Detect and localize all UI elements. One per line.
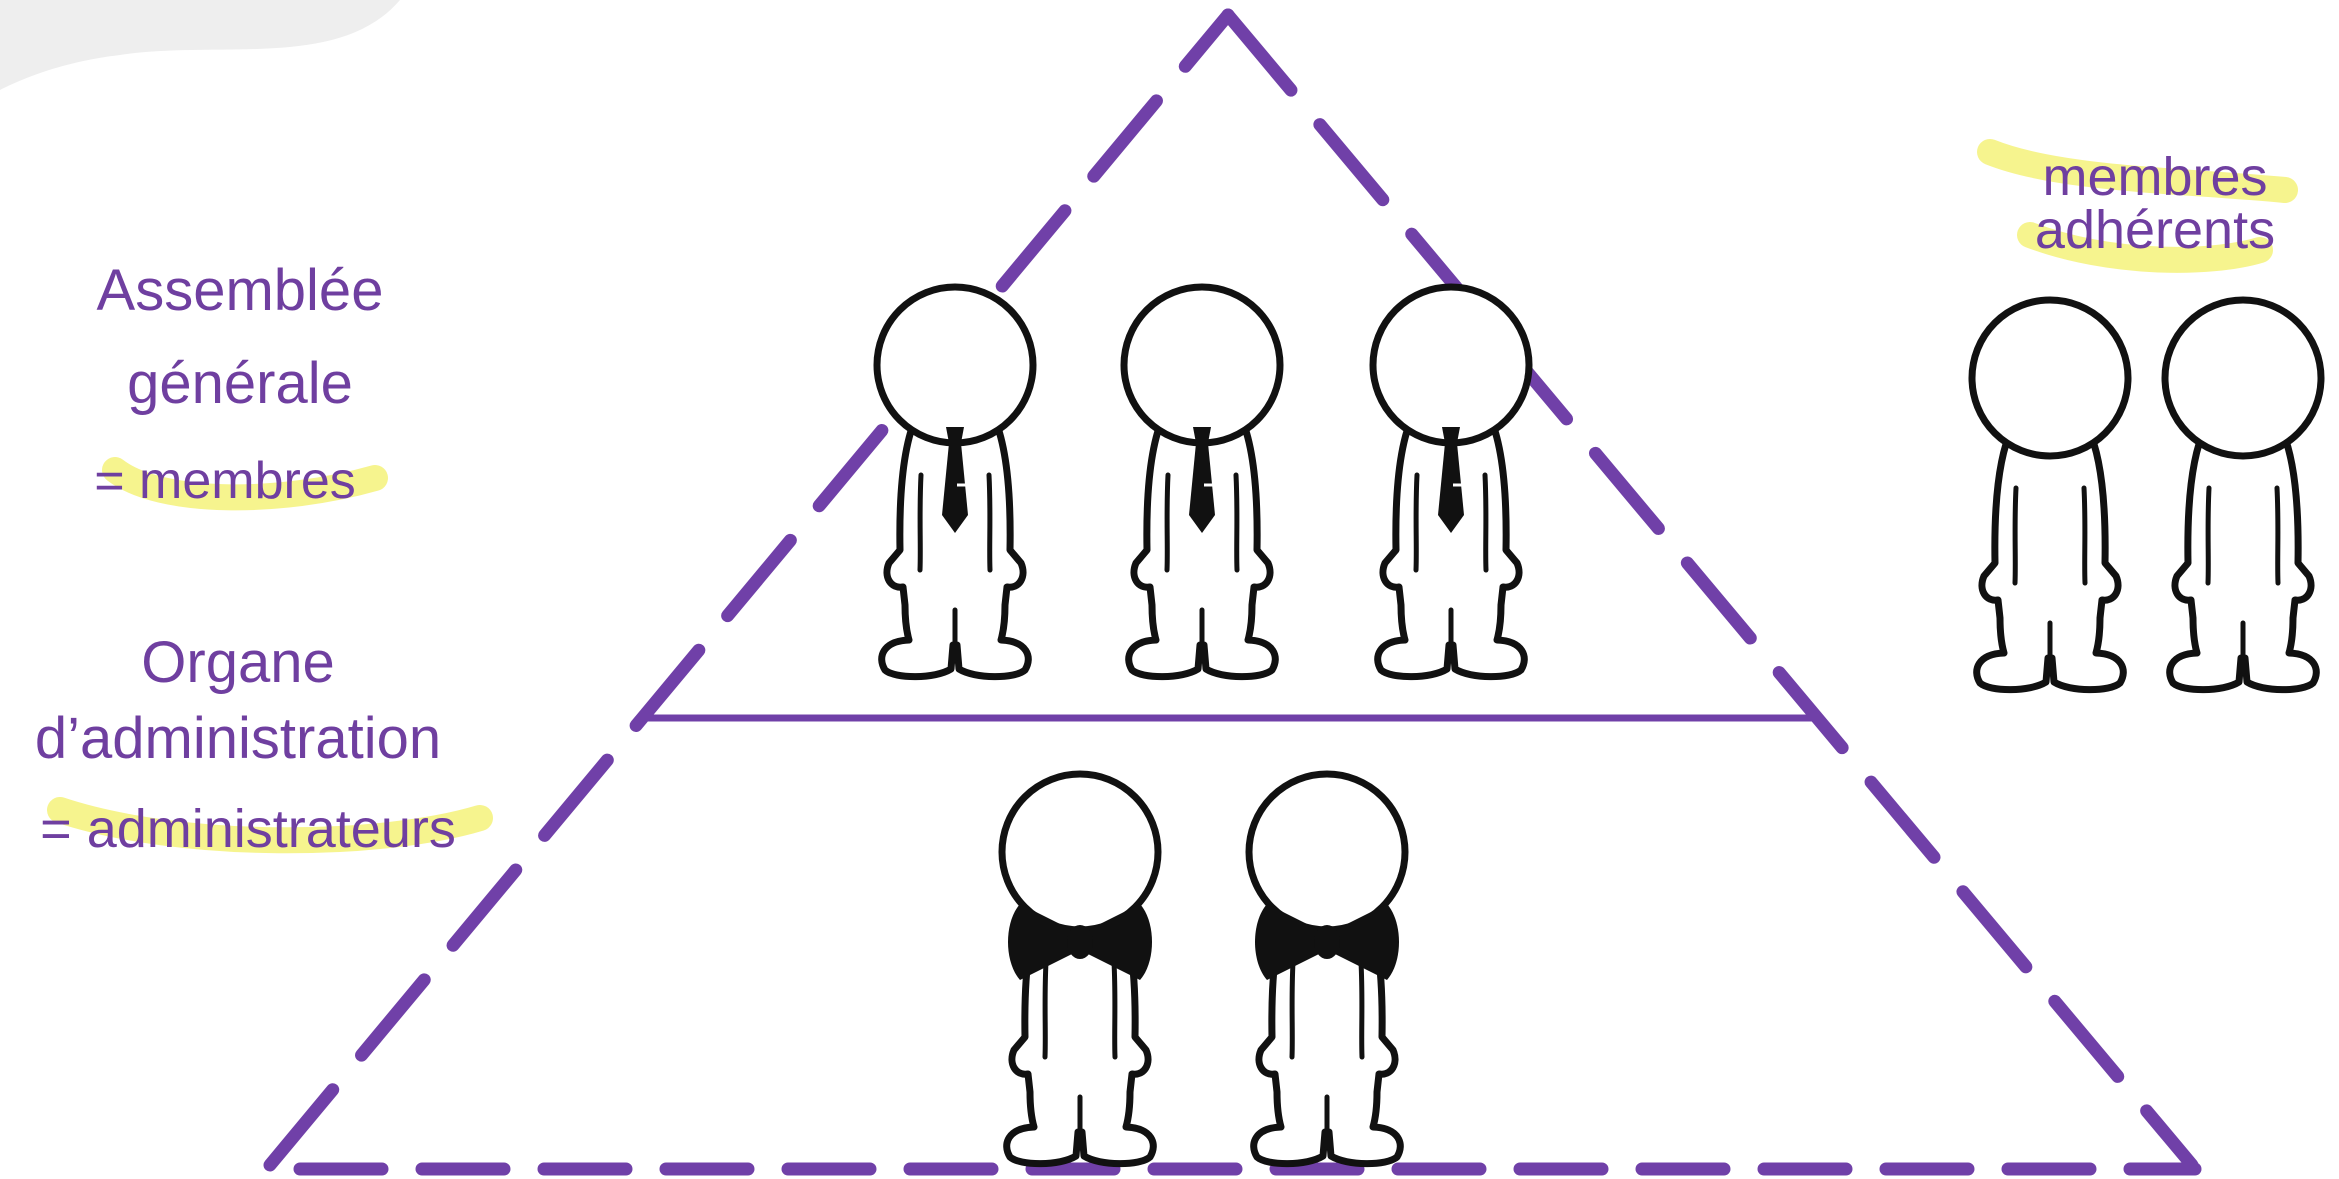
highlight-mark [2017, 222, 2273, 273]
assembly-line2: générale [127, 351, 353, 416]
adherents-label: membres adhérents [2035, 147, 2275, 260]
assembly-line1: Assemblée [97, 258, 384, 323]
person-figure [2165, 300, 2321, 690]
board-line2: d’administration [35, 706, 441, 771]
pyramid-left-edge [263, 8, 1235, 1172]
highlight-mark [102, 457, 388, 511]
corner-shape [0, 0, 400, 90]
person-figure [1124, 287, 1280, 677]
board-label: Organe d’administration = administrateur… [35, 630, 456, 859]
pyramid-right-edge [1221, 8, 2199, 1172]
person-figure [1249, 774, 1405, 1164]
adherents-line2: adhérents [2035, 200, 2275, 260]
highlight-mark [47, 797, 493, 854]
pyramid [263, 8, 2202, 1176]
highlight-mark [1977, 139, 2298, 203]
board-equals-administrators: = administrateurs [40, 799, 456, 859]
person-figure [1002, 774, 1158, 1164]
person-figure [877, 287, 1033, 677]
board-line1: Organe [141, 630, 334, 695]
person-figure [1972, 300, 2128, 690]
assembly-label: Assemblée générale = membres [94, 258, 383, 510]
assembly-equals-members: = membres [94, 452, 356, 510]
adherents-line1: membres [2042, 147, 2267, 207]
person-figure [1373, 287, 1529, 677]
